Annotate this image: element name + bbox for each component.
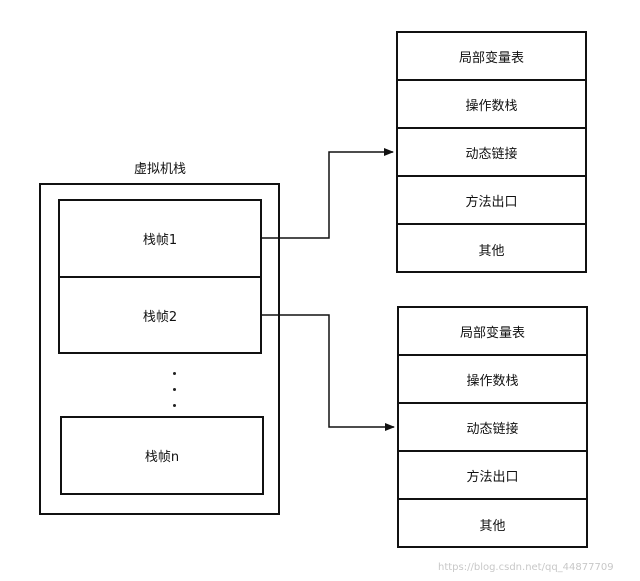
stack-frame-2: 栈帧2 — [58, 276, 262, 354]
stack-frame-n: 栈帧n — [60, 416, 264, 495]
stack-frame-1-label: 栈帧1 — [142, 233, 178, 248]
stack-frame-2-label: 栈帧2 — [142, 309, 178, 325]
watermark-text: https://blog.csdn.net/qq_44877709 — [438, 562, 614, 573]
frame-detail-table-1: 局部变量表 操作数栈 动态链接 方法出口 其他 — [396, 31, 587, 273]
detail-cell-dynamic-link: 动态链接 — [399, 404, 586, 452]
detail-cell-dynamic-link: 动态链接 — [398, 129, 585, 177]
detail-cell-operand-stack: 操作数栈 — [398, 81, 585, 129]
stack-frame-1: 栈帧1 — [58, 199, 262, 278]
arrow-frame2-to-dynamic-link — [262, 314, 395, 431]
detail-cell-return-address: 方法出口 — [398, 177, 585, 225]
detail-cell-other: 其他 — [479, 518, 506, 534]
detail-cell-local-vars: 局部变量表 — [398, 33, 585, 81]
vm-stack-container — [39, 183, 280, 515]
detail-cell-local-vars: 局部变量表 — [399, 308, 586, 356]
detail-cell-return-address: 方法出口 — [399, 452, 586, 500]
stack-frame-n-label: 栈帧n — [144, 450, 180, 465]
detail-cell-operand-stack: 操作数栈 — [399, 356, 586, 404]
detail-cell-other: 其他 — [478, 243, 505, 259]
arrow-frame1-to-dynamic-link — [262, 148, 394, 239]
vm-stack-title: 虚拟机栈 — [133, 162, 186, 177]
frame-detail-table-2: 局部变量表 操作数栈 动态链接 方法出口 其他 — [397, 306, 588, 548]
